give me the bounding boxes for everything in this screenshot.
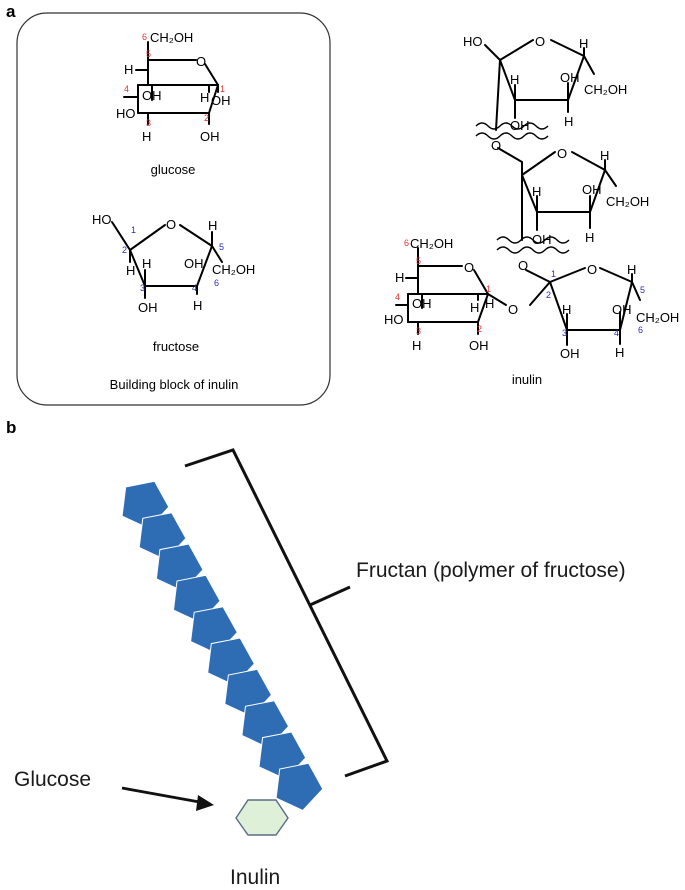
fructan-bracket-pointer bbox=[309, 585, 351, 607]
fructose-c2-h: H bbox=[126, 263, 135, 278]
inulin-top-ch2oh: CH₂OH bbox=[584, 82, 627, 97]
glucose-c2-h: H bbox=[200, 90, 209, 105]
glucose-c2-oh: OH bbox=[200, 129, 220, 144]
inulin-glc-h3: H bbox=[412, 338, 421, 353]
inulin-fru-h3: H bbox=[562, 302, 571, 317]
inulin-top-oh4: OH bbox=[560, 70, 580, 85]
inulin-top-link-oxygen: O bbox=[491, 138, 501, 153]
inulin-top-ho: HO bbox=[463, 34, 483, 49]
fructose-structure: HO 1 O H 5 2 H H 3 OH OH 4 H CH₂OH 6 fru… bbox=[92, 212, 255, 354]
inulin-glc-ch2oh: CH₂OH bbox=[410, 236, 453, 251]
inulin-mid-oh3: OH bbox=[532, 232, 552, 247]
inulin-mid-link-oxygen: O bbox=[518, 258, 528, 273]
inulin-mid-h5: H bbox=[600, 148, 609, 163]
glucose-structure: CH₂OH 6 5 O H 4 OH HO 3 H H 2 OH 1 OH gl… bbox=[116, 30, 231, 177]
inulin-caption: inulin bbox=[512, 372, 542, 387]
fructose-c1-ho: HO bbox=[92, 212, 112, 227]
panel-b-letter: b bbox=[6, 418, 16, 437]
glucose-c1-number: 1 bbox=[220, 84, 225, 94]
inulin-glc-h4: H bbox=[395, 270, 404, 285]
fructose-c4-h: H bbox=[193, 298, 202, 313]
fructan-bracket bbox=[184, 448, 390, 778]
fructose-c4-number: 4 bbox=[192, 283, 197, 293]
glucose-caption: glucose bbox=[151, 162, 196, 177]
glucose-c4-oh: OH bbox=[142, 88, 162, 103]
glucose-c6-number: 6 bbox=[142, 32, 147, 42]
building-block-box bbox=[16, 12, 331, 406]
fructose-c6-number: 6 bbox=[214, 278, 219, 288]
inulin-glc-c2-number: 2 bbox=[477, 324, 482, 334]
inulin-glc-c1-number: 1 bbox=[486, 284, 491, 294]
glucose-ring-oxygen: O bbox=[196, 54, 206, 69]
building-block-caption: Building block of inulin bbox=[110, 377, 239, 392]
inulin-fru-c3-number: 3 bbox=[562, 328, 567, 338]
inulin-fru-h4: H bbox=[615, 345, 624, 360]
inulin-fru-ch2oh: CH₂OH bbox=[636, 310, 679, 325]
inulin-glc-ring-oxygen: O bbox=[464, 260, 474, 275]
glucose-arrow bbox=[121, 786, 214, 811]
inulin-fru-c4-number: 4 bbox=[614, 328, 619, 338]
glucose-c3-h: H bbox=[142, 129, 151, 144]
fructose-c1-number: 1 bbox=[131, 225, 136, 235]
inulin-fru-c2-number: 2 bbox=[546, 290, 551, 300]
inulin-structure: HO O H H OH CH₂OH OH H O O H H OH CH₂OH … bbox=[384, 34, 679, 387]
inulin-fru-c6-number: 6 bbox=[638, 325, 643, 335]
inulin-mid-ch2oh: CH₂OH bbox=[606, 194, 649, 209]
inulin-top-ring-oxygen: O bbox=[535, 34, 545, 49]
inulin-fru-oh4: OH bbox=[612, 302, 632, 317]
fructose-c3-number: 3 bbox=[140, 283, 145, 293]
glucose-c3-ho: HO bbox=[116, 106, 136, 121]
glucose-ch2oh-label: CH₂OH bbox=[150, 30, 193, 45]
glucose-unit-hexagon bbox=[235, 799, 289, 836]
inulin-label: Inulin bbox=[230, 866, 280, 889]
inulin-top-h3: H bbox=[510, 72, 519, 87]
inulin-mid-h4: H bbox=[585, 230, 594, 245]
inulin-glc-oh2: OH bbox=[469, 338, 489, 353]
fructose-unit-pentagon bbox=[275, 762, 324, 812]
inulin-glc-h2: H bbox=[470, 300, 479, 315]
glucose-c4-number: 4 bbox=[124, 84, 129, 94]
inulin-glc-h1: H bbox=[485, 296, 494, 311]
fructose-chain bbox=[121, 480, 324, 812]
glucose-c5-number: 5 bbox=[146, 49, 151, 59]
fructose-c3-h: H bbox=[142, 256, 151, 271]
fructose-c5-number: 5 bbox=[219, 242, 224, 252]
inulin-fru-oh3: OH bbox=[560, 346, 580, 361]
inulin-glc-c4-number: 4 bbox=[395, 292, 400, 302]
glucose-c4-h: H bbox=[124, 62, 133, 77]
inulin-fru-c1-number: 1 bbox=[551, 269, 556, 279]
inulin-glc-oh4: OH bbox=[412, 296, 432, 311]
inulin-glycosidic-oxygen: O bbox=[508, 302, 518, 317]
fructose-ch2oh-label: CH₂OH bbox=[212, 262, 255, 277]
fructose-c2-number: 2 bbox=[122, 245, 127, 255]
glucose-c2-number: 2 bbox=[204, 113, 209, 123]
inulin-top-h5: H bbox=[579, 36, 588, 51]
inulin-top-h4: H bbox=[564, 114, 573, 129]
glucose-c1-oh: OH bbox=[211, 93, 231, 108]
fructose-ring-oxygen: O bbox=[166, 217, 176, 232]
inulin-mid-oh4: OH bbox=[582, 182, 602, 197]
glucose-c3-number: 3 bbox=[146, 118, 151, 128]
inulin-mid-h3: H bbox=[532, 184, 541, 199]
glucose-label: Glucose bbox=[14, 768, 91, 791]
inulin-top-oh3: OH bbox=[510, 118, 530, 133]
fructose-c4-oh: OH bbox=[184, 256, 204, 271]
inulin-glc-c3-number: 3 bbox=[416, 326, 421, 336]
fructose-c5-h: H bbox=[208, 218, 217, 233]
panel-a-letter: a bbox=[6, 2, 16, 21]
inulin-mid-ring-oxygen: O bbox=[557, 146, 567, 161]
inulin-fru-h5: H bbox=[627, 262, 636, 277]
fructose-c3-oh: OH bbox=[138, 300, 158, 315]
inulin-glc-ho3: HO bbox=[384, 312, 404, 327]
inulin-fru-ring-oxygen: O bbox=[587, 262, 597, 277]
fructan-label: Fructan (polymer of fructose) bbox=[356, 559, 626, 582]
inulin-fru-c5-number: 5 bbox=[640, 285, 645, 295]
inulin-glc-c6-number: 6 bbox=[404, 238, 409, 248]
fructose-caption: fructose bbox=[153, 339, 199, 354]
inulin-glc-c5-number: 5 bbox=[416, 256, 421, 266]
